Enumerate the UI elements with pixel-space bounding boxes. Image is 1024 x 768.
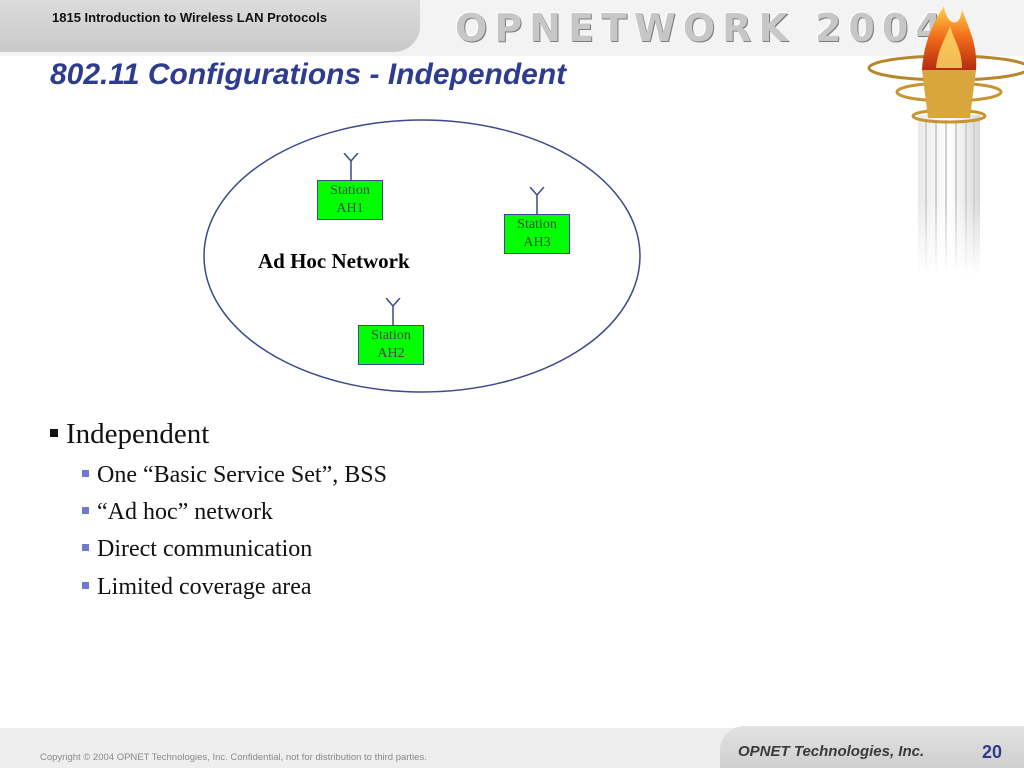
sub-bullet: Limited coverage area xyxy=(82,574,312,601)
copyright-text: Copyright © 2004 OPNET Technologies, Inc… xyxy=(40,752,427,763)
station-label: Station xyxy=(517,217,557,232)
sub-bullet-text: “Ad hoc” network xyxy=(97,499,273,525)
station-label: Station xyxy=(330,183,370,198)
header-tab xyxy=(0,0,420,52)
antenna-icon xyxy=(529,187,545,215)
bullet-main-text: Independent xyxy=(66,418,210,450)
sub-bullet-text: Direct communication xyxy=(97,536,313,562)
course-title: 1815 Introduction to Wireless LAN Protoc… xyxy=(52,10,328,25)
station-id: AH3 xyxy=(523,235,551,250)
company-name: OPNET Technologies, Inc. xyxy=(738,743,925,760)
square-bullet-icon xyxy=(82,507,89,514)
station-ah1: Station AH1 xyxy=(317,180,383,220)
bullet-main: Independent xyxy=(50,418,209,451)
sub-bullet-text: One “Basic Service Set”, BSS xyxy=(97,462,387,488)
antenna-icon xyxy=(343,153,359,181)
antenna-icon xyxy=(385,298,401,326)
ad-hoc-diagram: Station AH1 Station AH3 Station AH2 Ad H… xyxy=(200,115,645,400)
sub-bullet: Direct communication xyxy=(82,536,312,563)
footer-tab xyxy=(720,726,1024,768)
network-label: Ad Hoc Network xyxy=(258,249,410,273)
station-ah3: Station AH3 xyxy=(504,214,570,254)
square-bullet-icon xyxy=(50,429,58,437)
network-boundary xyxy=(203,119,641,393)
square-bullet-icon xyxy=(82,470,89,477)
sub-bullet-text: Limited coverage area xyxy=(97,574,312,600)
station-id: AH2 xyxy=(377,346,405,361)
brand-logo: OPNETWORK 2004 xyxy=(455,6,949,50)
station-id: AH1 xyxy=(336,201,364,216)
station-label: Station xyxy=(371,328,411,343)
sub-bullet: “Ad hoc” network xyxy=(82,499,273,526)
square-bullet-icon xyxy=(82,544,89,551)
square-bullet-icon xyxy=(82,582,89,589)
torch-column-icon xyxy=(867,6,1024,275)
station-ah2: Station AH2 xyxy=(358,325,424,365)
page-number: 20 xyxy=(982,742,1003,762)
sub-bullet: One “Basic Service Set”, BSS xyxy=(82,462,387,489)
slide-title: 802.11 Configurations - Independent xyxy=(50,58,567,91)
